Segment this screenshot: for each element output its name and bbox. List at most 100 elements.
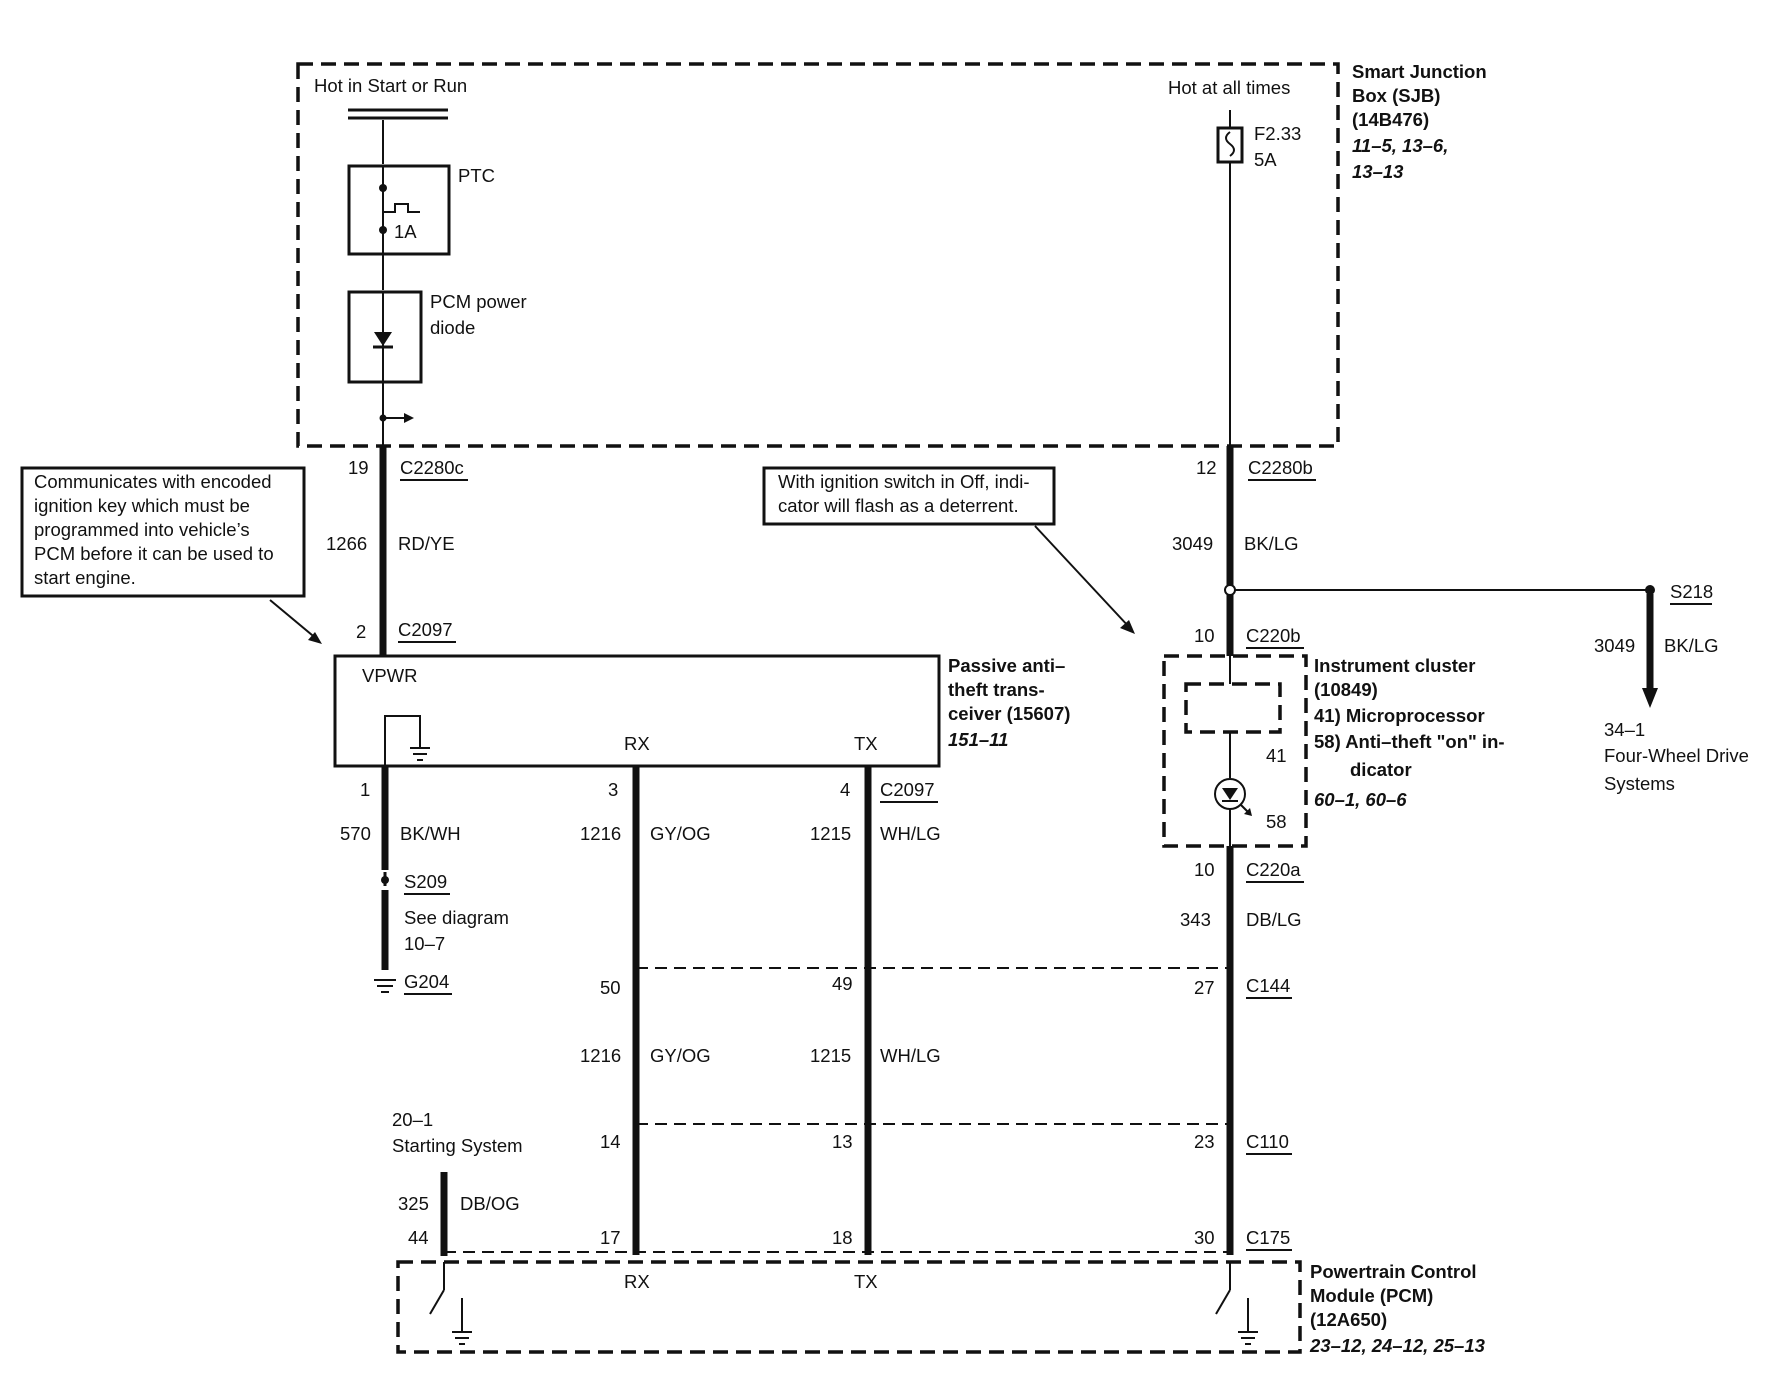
label: start engine. [34, 567, 136, 588]
pats-rx-label: RX [624, 733, 650, 754]
c144-pin-49: 49 [832, 973, 853, 994]
instrument-cluster: 41 58 Instrument cluster (10849) 41) Mic… [1162, 654, 1505, 848]
cluster-title: Instrument cluster [1314, 655, 1475, 676]
sjb-boundary [296, 62, 1340, 448]
ground-g204: G204 [404, 971, 449, 992]
smart-junction-box: Hot in Start or Run Hot at all times PTC… [296, 61, 1487, 448]
pats-pin-4: 4 [840, 779, 850, 800]
circuit-1266: 1266 [326, 533, 367, 554]
cluster-item-58: 58) Anti–theft "on" in- [1314, 731, 1505, 752]
connector-c2280c: C2280c [400, 457, 464, 478]
circuit-1216: 1216 [580, 823, 621, 844]
pin-2: 2 [356, 621, 366, 642]
label: Communicates with encoded [34, 471, 272, 492]
pin-1: 1 [360, 779, 370, 800]
splice-circuit-3049: 3049 [1594, 635, 1635, 656]
connector-c2097: C2097 [398, 619, 453, 640]
sjb-title-2: Box (SJB) [1352, 85, 1440, 106]
cluster-item-58-2: dicator [1350, 759, 1412, 780]
splice-dest-2: Systems [1604, 773, 1675, 794]
circuit-325: 325 [398, 1193, 429, 1214]
color-bk-wh: BK/WH [400, 823, 461, 844]
pin-12: 12 [1196, 457, 1217, 478]
splice-dest: Four-Wheel Drive [1604, 745, 1749, 766]
connector-c144: C144 [1246, 975, 1290, 996]
pcm-tx-label: TX [854, 1271, 878, 1292]
color-db-og: DB/OG [460, 1193, 520, 1214]
c144-pin-50: 50 [600, 977, 621, 998]
pin-10-c220a: 10 [1194, 859, 1215, 880]
color-gy-og-lower: GY/OG [650, 1045, 711, 1066]
see-diagram: See diagram [404, 907, 509, 928]
c110-pin-14: 14 [600, 1131, 621, 1152]
anti-theft-indicator-lamp [1214, 778, 1252, 816]
internal-branch-arrow [379, 413, 414, 423]
connector-c2097-tx: C2097 [880, 779, 935, 800]
color-bk-lg: BK/LG [1244, 533, 1299, 554]
pats-transceiver: VPWR RX TX Passive anti– theft trans- ce… [333, 654, 1070, 768]
connector-c2280b: C2280b [1248, 457, 1313, 478]
label: programmed into vehicle’s [34, 519, 250, 540]
wire-343: 10 C220a 343 DB/LG 27 C144 23 C110 30 C1… [1180, 846, 1304, 1255]
sjb-ref-2: 13–13 [1352, 161, 1404, 182]
wire-325: 20–1 Starting System 325 DB/OG 44 [392, 1109, 523, 1256]
pats-title-3: ceiver (15607) [948, 703, 1070, 724]
sjb-ref: 11–5, 13–6, [1352, 135, 1448, 156]
c110-pin-23: 23 [1194, 1131, 1215, 1152]
diode-label: PCM power [430, 291, 527, 312]
color-wh-lg-lower: WH/LG [880, 1045, 941, 1066]
circuit-570: 570 [340, 823, 371, 844]
pats-title: Passive anti– [948, 655, 1065, 676]
splice-s209: S209 [404, 871, 447, 892]
c110-pin-13: 13 [832, 1131, 853, 1152]
color-db-lg: DB/LG [1246, 909, 1302, 930]
c175-pin-18: 18 [832, 1227, 853, 1248]
ignition-bus-bar [348, 108, 448, 120]
pcm-indicator-switch [1215, 1262, 1258, 1345]
c144-pin-27: 27 [1194, 977, 1215, 998]
ptc-device [347, 164, 451, 256]
color-gy-og: GY/OG [650, 823, 711, 844]
connector-c220b: C220b [1246, 625, 1301, 646]
circuit-3049: 3049 [1172, 533, 1213, 554]
starting-ref: 20–1 [392, 1109, 433, 1130]
vpwr-label: VPWR [362, 665, 418, 686]
pcm-power-diode [347, 290, 423, 384]
wire-1215: 4 C2097 1215 WH/LG 49 1215 WH/LG 13 18 [810, 766, 941, 1255]
hot-at-all-times-label: Hot at all times [1168, 77, 1290, 98]
pcm-rx-label: RX [624, 1271, 650, 1292]
powertrain-control-module: RX TX Powertrain Control Module (PCM) (1… [396, 1260, 1486, 1356]
see-diagram-ref: 10–7 [404, 933, 445, 954]
connector-c110: C110 [1246, 1131, 1289, 1152]
label: PCM before it can be used to [34, 543, 274, 564]
microprocessor [1184, 682, 1282, 734]
wire-1216: 3 1216 GY/OG 50 1216 GY/OG 14 17 [580, 766, 711, 1255]
ptc-label: PTC [458, 165, 495, 186]
pcm-title: Powertrain Control [1310, 1261, 1477, 1282]
note-encoded-key: Communicates with encoded ignition key w… [20, 466, 306, 598]
fuse-f2-33 [1216, 110, 1244, 446]
connector-c220a: C220a [1246, 859, 1301, 880]
pats-title-2: theft trans- [948, 679, 1045, 700]
splice-s218: S218 [1670, 581, 1713, 602]
circuit-343: 343 [1180, 909, 1211, 930]
note-key-arrow [269, 599, 322, 644]
circuit-1216-lower: 1216 [580, 1045, 621, 1066]
wire-3049: 12 C2280b 3049 BK/LG 10 C220b [1172, 446, 1316, 656]
label: With ignition switch in Off, indi- [778, 471, 1030, 492]
note-ignition-off: With ignition switch in Off, indi- cator… [762, 466, 1056, 526]
wire-1266: 19 C2280c 1266 RD/YE 2 C2097 [326, 446, 468, 656]
color-rd-ye: RD/YE [398, 533, 455, 554]
pcm-start-switch [429, 1262, 472, 1345]
pcm-part-number: (12A650) [1310, 1309, 1387, 1330]
pcm-ref: 23–12, 24–12, 25–13 [1309, 1335, 1486, 1356]
splice-color-bk-lg: BK/LG [1664, 635, 1719, 656]
c175-pin-30: 30 [1194, 1227, 1215, 1248]
cluster-part-number: (10849) [1314, 679, 1378, 700]
sjb-part-number: (14B476) [1352, 109, 1429, 130]
splice-ref: 34–1 [1604, 719, 1645, 740]
pats-pin-3: 3 [608, 779, 618, 800]
c175-pin-44: 44 [408, 1227, 429, 1248]
note-ignition-arrow [1034, 525, 1135, 634]
pin-10: 10 [1194, 625, 1215, 646]
